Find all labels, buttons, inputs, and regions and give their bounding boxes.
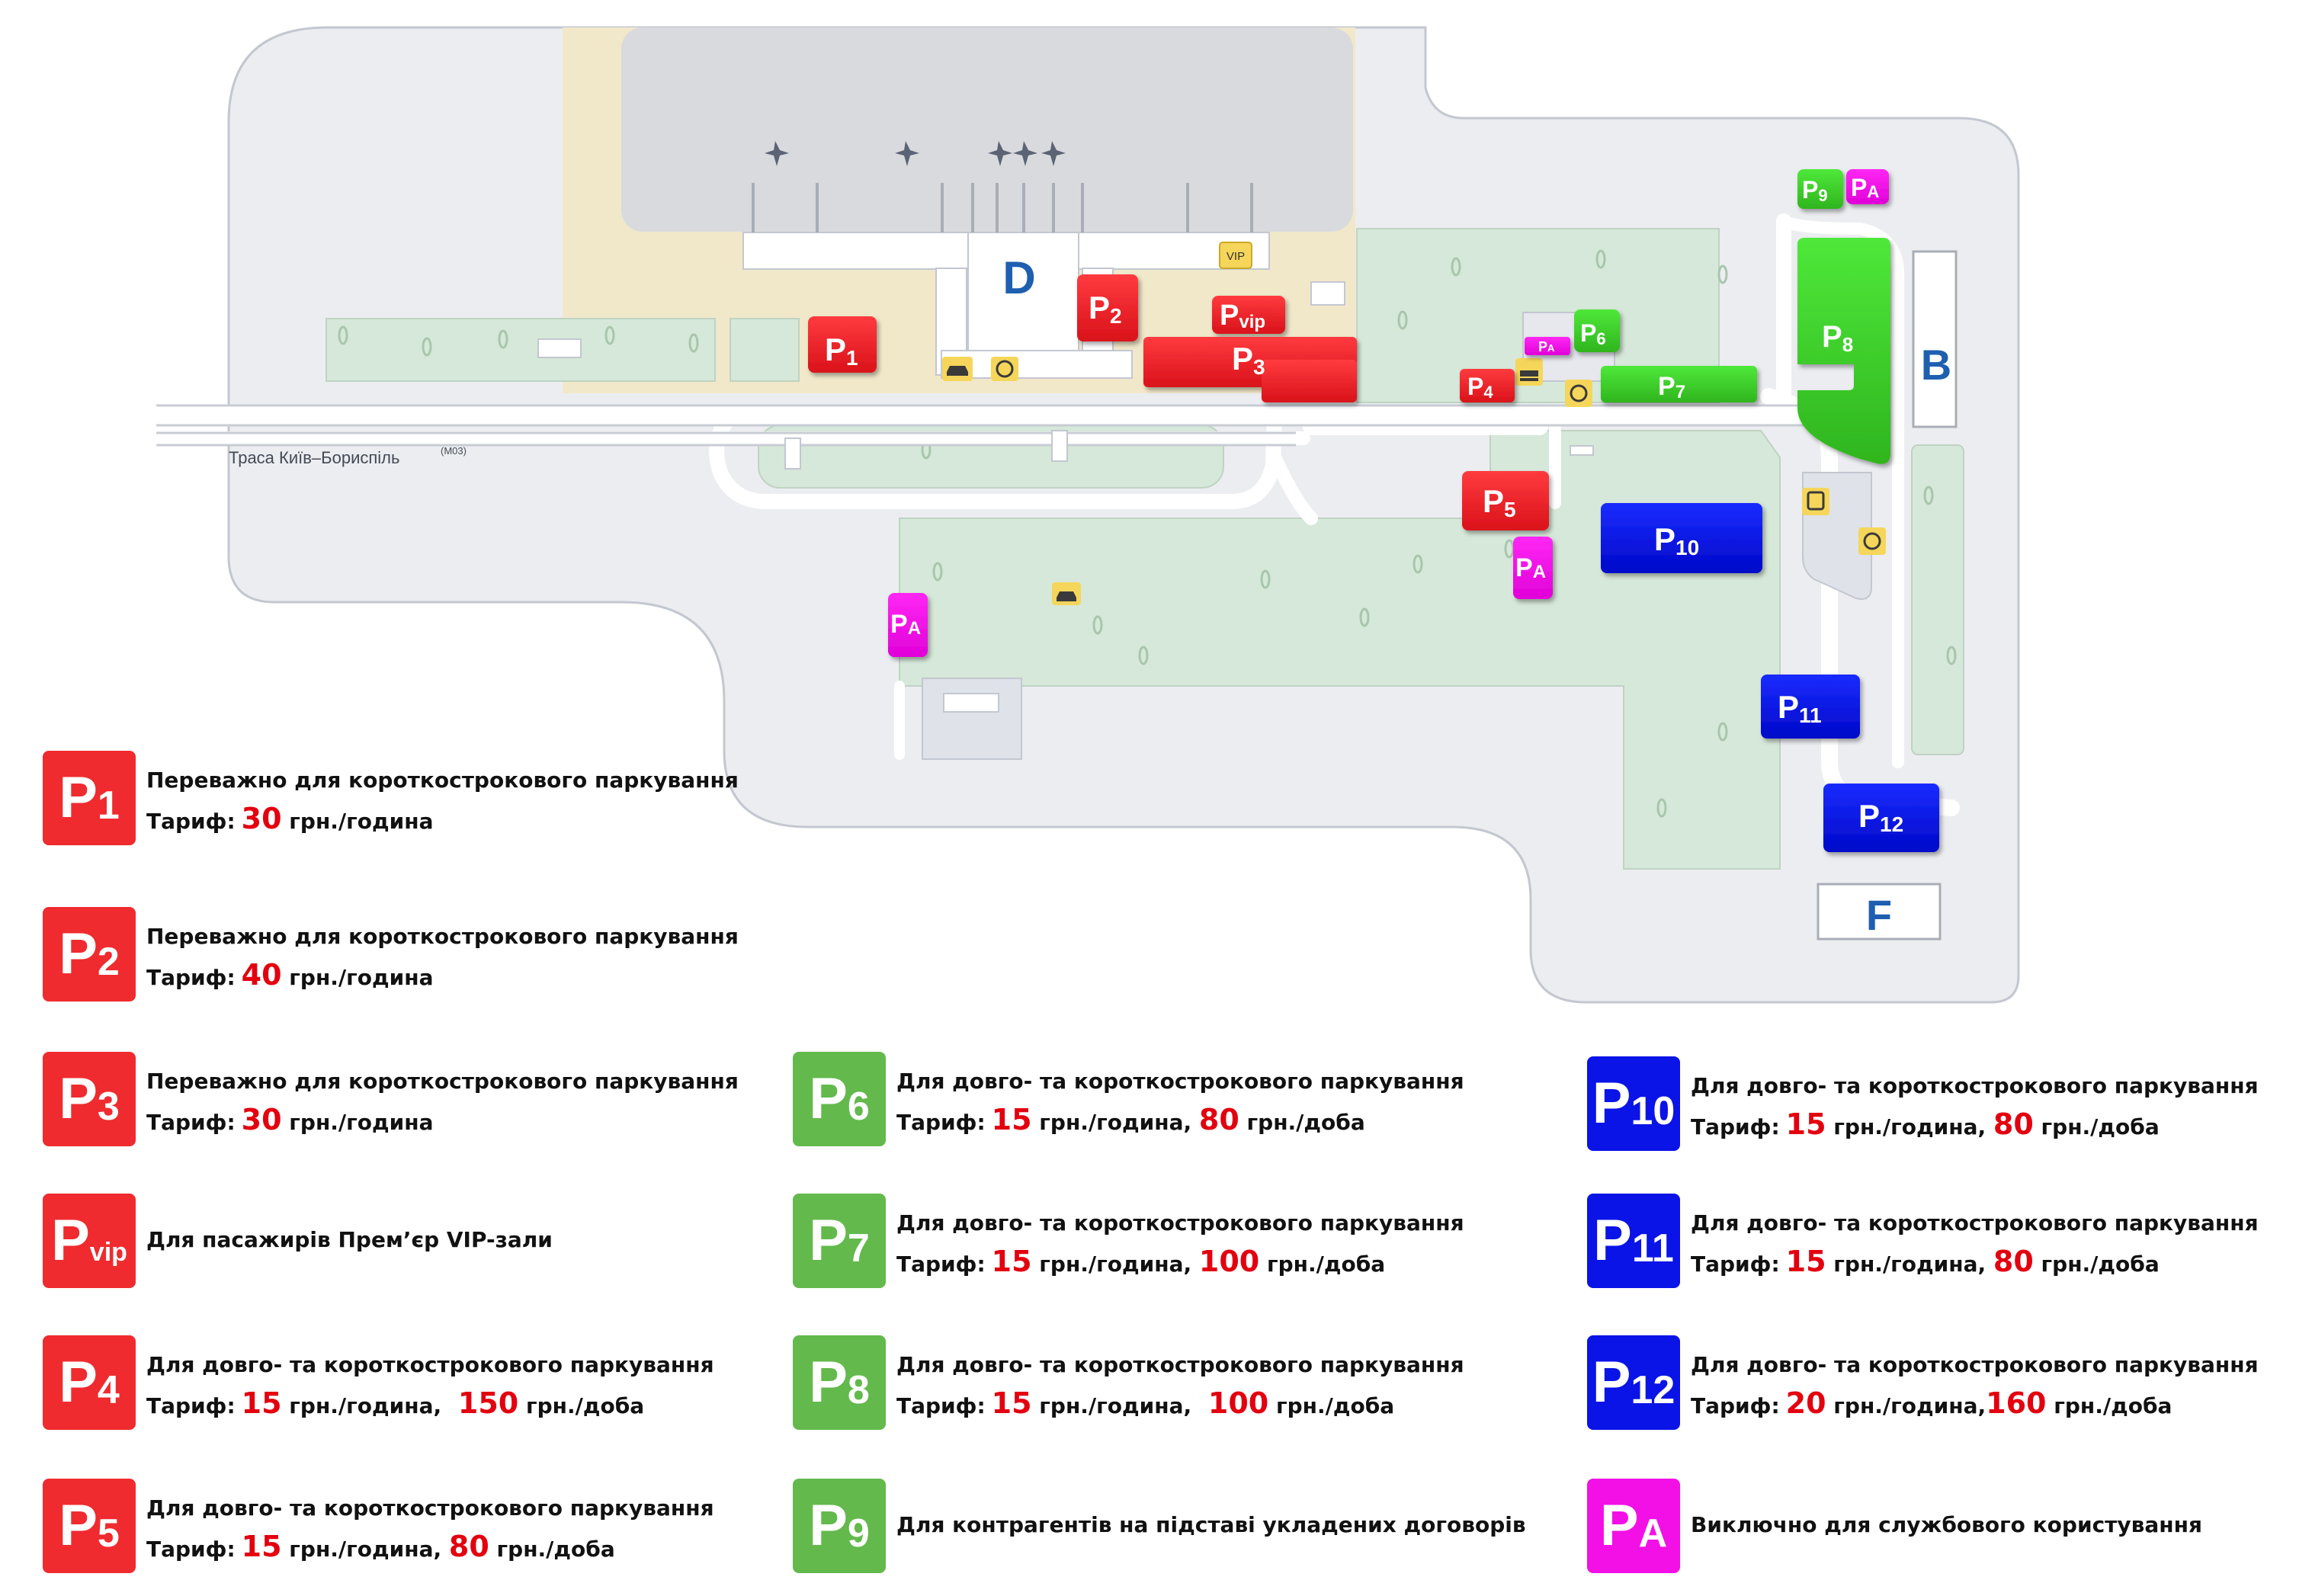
map-p3-label: P3 xyxy=(1232,341,1265,379)
map-pa-small-badge xyxy=(1525,337,1570,355)
map-p4-label: P4 xyxy=(1467,373,1493,402)
map-p6-badge xyxy=(1574,309,1620,352)
legend-desc-p2: Переважно для короткострокового паркуван… xyxy=(146,924,739,949)
map-p4-badge xyxy=(1460,369,1515,402)
legend-rate-p3: Тариф:30 грн./година xyxy=(146,1103,434,1136)
map-p1-badge xyxy=(808,316,877,373)
legend-rate-p11: Тариф:15 грн./година, 80 грн./доба xyxy=(1691,1245,2160,1278)
map-p7-badge xyxy=(1601,366,1757,402)
map-p5-label: P5 xyxy=(1483,483,1516,521)
terminal-b-label: B xyxy=(1921,341,1951,389)
legend-desc-pvip: Для пасажирів Прем’єр VIP-зали xyxy=(146,1227,553,1252)
map-p6-label: P6 xyxy=(1580,319,1606,348)
map-pa-top-label: PA xyxy=(1851,174,1879,201)
map-pa-p5-badge xyxy=(1513,537,1553,599)
map-p12-label: P12 xyxy=(1858,798,1903,836)
service-icons xyxy=(942,357,1886,605)
map-pa-left-badge xyxy=(888,593,928,657)
aircraft-icons xyxy=(765,141,1066,166)
legend-rate-p1: Тариф:30 грн./година xyxy=(146,802,434,835)
vip-tag-label: VIP xyxy=(1227,250,1245,263)
road-label: Траса Київ–Бориспіль xyxy=(229,448,399,467)
map-p8-badge xyxy=(1797,238,1890,464)
map-pa-left-label: PA xyxy=(890,610,921,639)
legend-desc-p10: Для довго- та короткострокового паркуван… xyxy=(1691,1073,2259,1098)
legend-desc-p6: Для довго- та короткострокового паркуван… xyxy=(896,1069,1464,1094)
hotel-icon xyxy=(1515,358,1543,386)
map-p11-badge xyxy=(1761,675,1860,739)
car-rental-icon xyxy=(1052,582,1081,605)
vip-tag xyxy=(1219,242,1252,269)
taxi-icon xyxy=(942,357,973,381)
map-p12-badge xyxy=(1823,784,1939,852)
legend-desc-p12: Для довго- та короткострокового паркуван… xyxy=(1691,1352,2259,1377)
map-pa-top-badge xyxy=(1846,169,1889,204)
shuttle-icon-2 xyxy=(1565,380,1592,407)
jet-bridges xyxy=(752,183,1253,232)
legend-desc-p3: Переважно для короткострокового паркуван… xyxy=(146,1069,739,1094)
map-p1-label: P1 xyxy=(825,332,858,370)
legend-desc-p4: Для довго- та короткострокового паркуван… xyxy=(146,1352,714,1377)
map-p9-label: P9 xyxy=(1802,176,1828,205)
legend-rate-p4: Тариф:15 грн./година, 150 грн./доба xyxy=(146,1386,645,1420)
legend-desc-p8: Для довго- та короткострокового паркуван… xyxy=(896,1352,1464,1377)
map-p11-label: P11 xyxy=(1778,689,1822,727)
legend-desc-p7: Для довго- та короткострокового паркуван… xyxy=(896,1210,1464,1235)
map-p2-label: P2 xyxy=(1089,290,1122,328)
map-p2-badge xyxy=(1077,274,1138,341)
road-lines xyxy=(156,404,1829,447)
terminal-f-label: F xyxy=(1866,891,1892,939)
legend-desc-p1: Переважно для короткострокового паркуван… xyxy=(146,768,739,793)
terminal-d-label: D xyxy=(1002,252,1035,303)
legend-rate-p6: Тариф:15 грн./година, 80 грн./доба xyxy=(896,1103,1365,1136)
legend-rate-p7: Тариф:15 грн./година, 100 грн./доба xyxy=(896,1245,1386,1278)
legend-desc-p9: Для контрагентів на підставі укладених д… xyxy=(896,1512,1526,1537)
legend-rate-p12: Тариф:20 грн./година,160 грн./доба xyxy=(1691,1386,2173,1420)
road-code: (М03) xyxy=(441,445,467,457)
legend-desc-p11: Для довго- та короткострокового паркуван… xyxy=(1691,1210,2259,1235)
apron xyxy=(621,27,1353,232)
legend-rate-p2: Тариф:40 грн./година xyxy=(146,958,434,992)
legend-rate-p10: Тариф:15 грн./година, 80 грн./доба xyxy=(1691,1107,2160,1141)
terminal-f-building xyxy=(1817,883,1942,941)
terminal-b-building xyxy=(1912,250,1958,428)
shuttle-icon-3 xyxy=(1858,527,1886,555)
legend-desc-p5: Для довго- та короткострокового паркуван… xyxy=(146,1495,714,1521)
map-p8-label: P8 xyxy=(1822,320,1853,356)
legend-rate-p8: Тариф:15 грн./година, 100 грн./доба xyxy=(896,1386,1395,1420)
map-pvip-label: Pvip xyxy=(1220,300,1265,332)
legend-desc-pa: Виключно для службового користування xyxy=(1691,1512,2202,1537)
shuttle-icon xyxy=(991,357,1018,381)
map-p10-badge xyxy=(1601,503,1762,573)
map-p3-badge-b xyxy=(1262,360,1357,402)
buildings xyxy=(537,232,1872,760)
map-pvip-badge xyxy=(1212,296,1285,334)
map-parking-badges: P1 P2 P3 Pvip P4 P5 P6 P7 P8 P9 P10 P11 xyxy=(808,169,1939,852)
map-p5-badge xyxy=(1462,471,1549,530)
map-p9-badge xyxy=(1797,169,1843,209)
map-pa-p5-label: PA xyxy=(1515,553,1546,582)
legend-rate-p5: Тариф:15 грн./година, 80 грн./доба xyxy=(146,1530,615,1563)
bus-icon xyxy=(1802,488,1829,515)
map-pa-small-label: PA xyxy=(1538,339,1555,354)
map-p7-label: P7 xyxy=(1658,372,1685,402)
map-p10-label: P10 xyxy=(1654,521,1699,559)
